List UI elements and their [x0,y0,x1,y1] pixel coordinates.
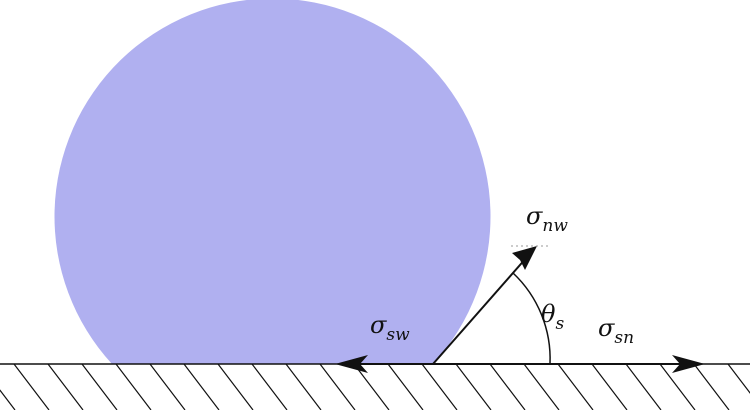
contact-angle-arc [512,272,551,365]
substrate-hatching [0,364,750,410]
sigma-nw-vector [432,256,528,365]
droplet [54,0,491,364]
sigma-sw-arrowhead [335,355,368,373]
label-sigma-sn: σsn [598,314,634,348]
label-sigma-nw: σnw [526,202,568,236]
sigma-sn-arrowhead [672,355,705,373]
sigma-nw-arrowhead [512,246,537,270]
label-sigma-sw: σsw [370,311,410,345]
label-theta-s: θs [541,300,564,334]
